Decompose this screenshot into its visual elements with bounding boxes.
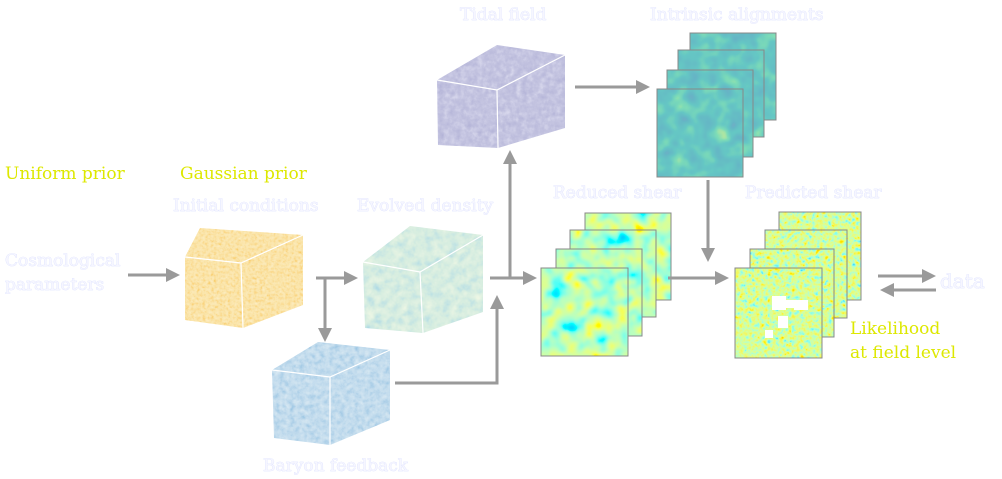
gaussian-prior-label: Gaussian prior	[180, 164, 308, 184]
tidal-field-cube	[436, 45, 566, 149]
initial-conditions-cube	[184, 228, 304, 329]
uniform-prior-label: Uniform prior	[5, 164, 126, 184]
data-label: data	[940, 269, 985, 293]
cosmological-parameters-label-line2: parameters	[5, 275, 104, 295]
baryon-feedback-cube	[271, 342, 391, 445]
predicted-shear-maps	[734, 211, 862, 359]
tidal-field-label: Tidal field	[460, 5, 546, 25]
likelihood-label-line2: at field level	[850, 343, 956, 363]
mask-holes	[765, 296, 808, 338]
baryon-feedback-label: Baryon feedback	[263, 456, 409, 476]
predicted-shear-label: Predicted shear	[745, 183, 883, 203]
reduced-shear-maps	[540, 212, 672, 357]
cosmological-parameters-label-line1: Cosmological	[5, 251, 120, 271]
likelihood-label-line1: Likelihood	[850, 319, 940, 339]
intrinsic-alignments-label: Intrinsic alignments	[650, 5, 824, 25]
initial-conditions-label: Initial conditions	[173, 196, 319, 216]
intrinsic-alignments-maps	[656, 32, 777, 178]
arrows	[128, 80, 936, 385]
evolved-density-cube	[362, 226, 484, 334]
evolved-density-label: Evolved density	[357, 196, 494, 216]
reduced-shear-label: Reduced shear	[553, 183, 682, 203]
